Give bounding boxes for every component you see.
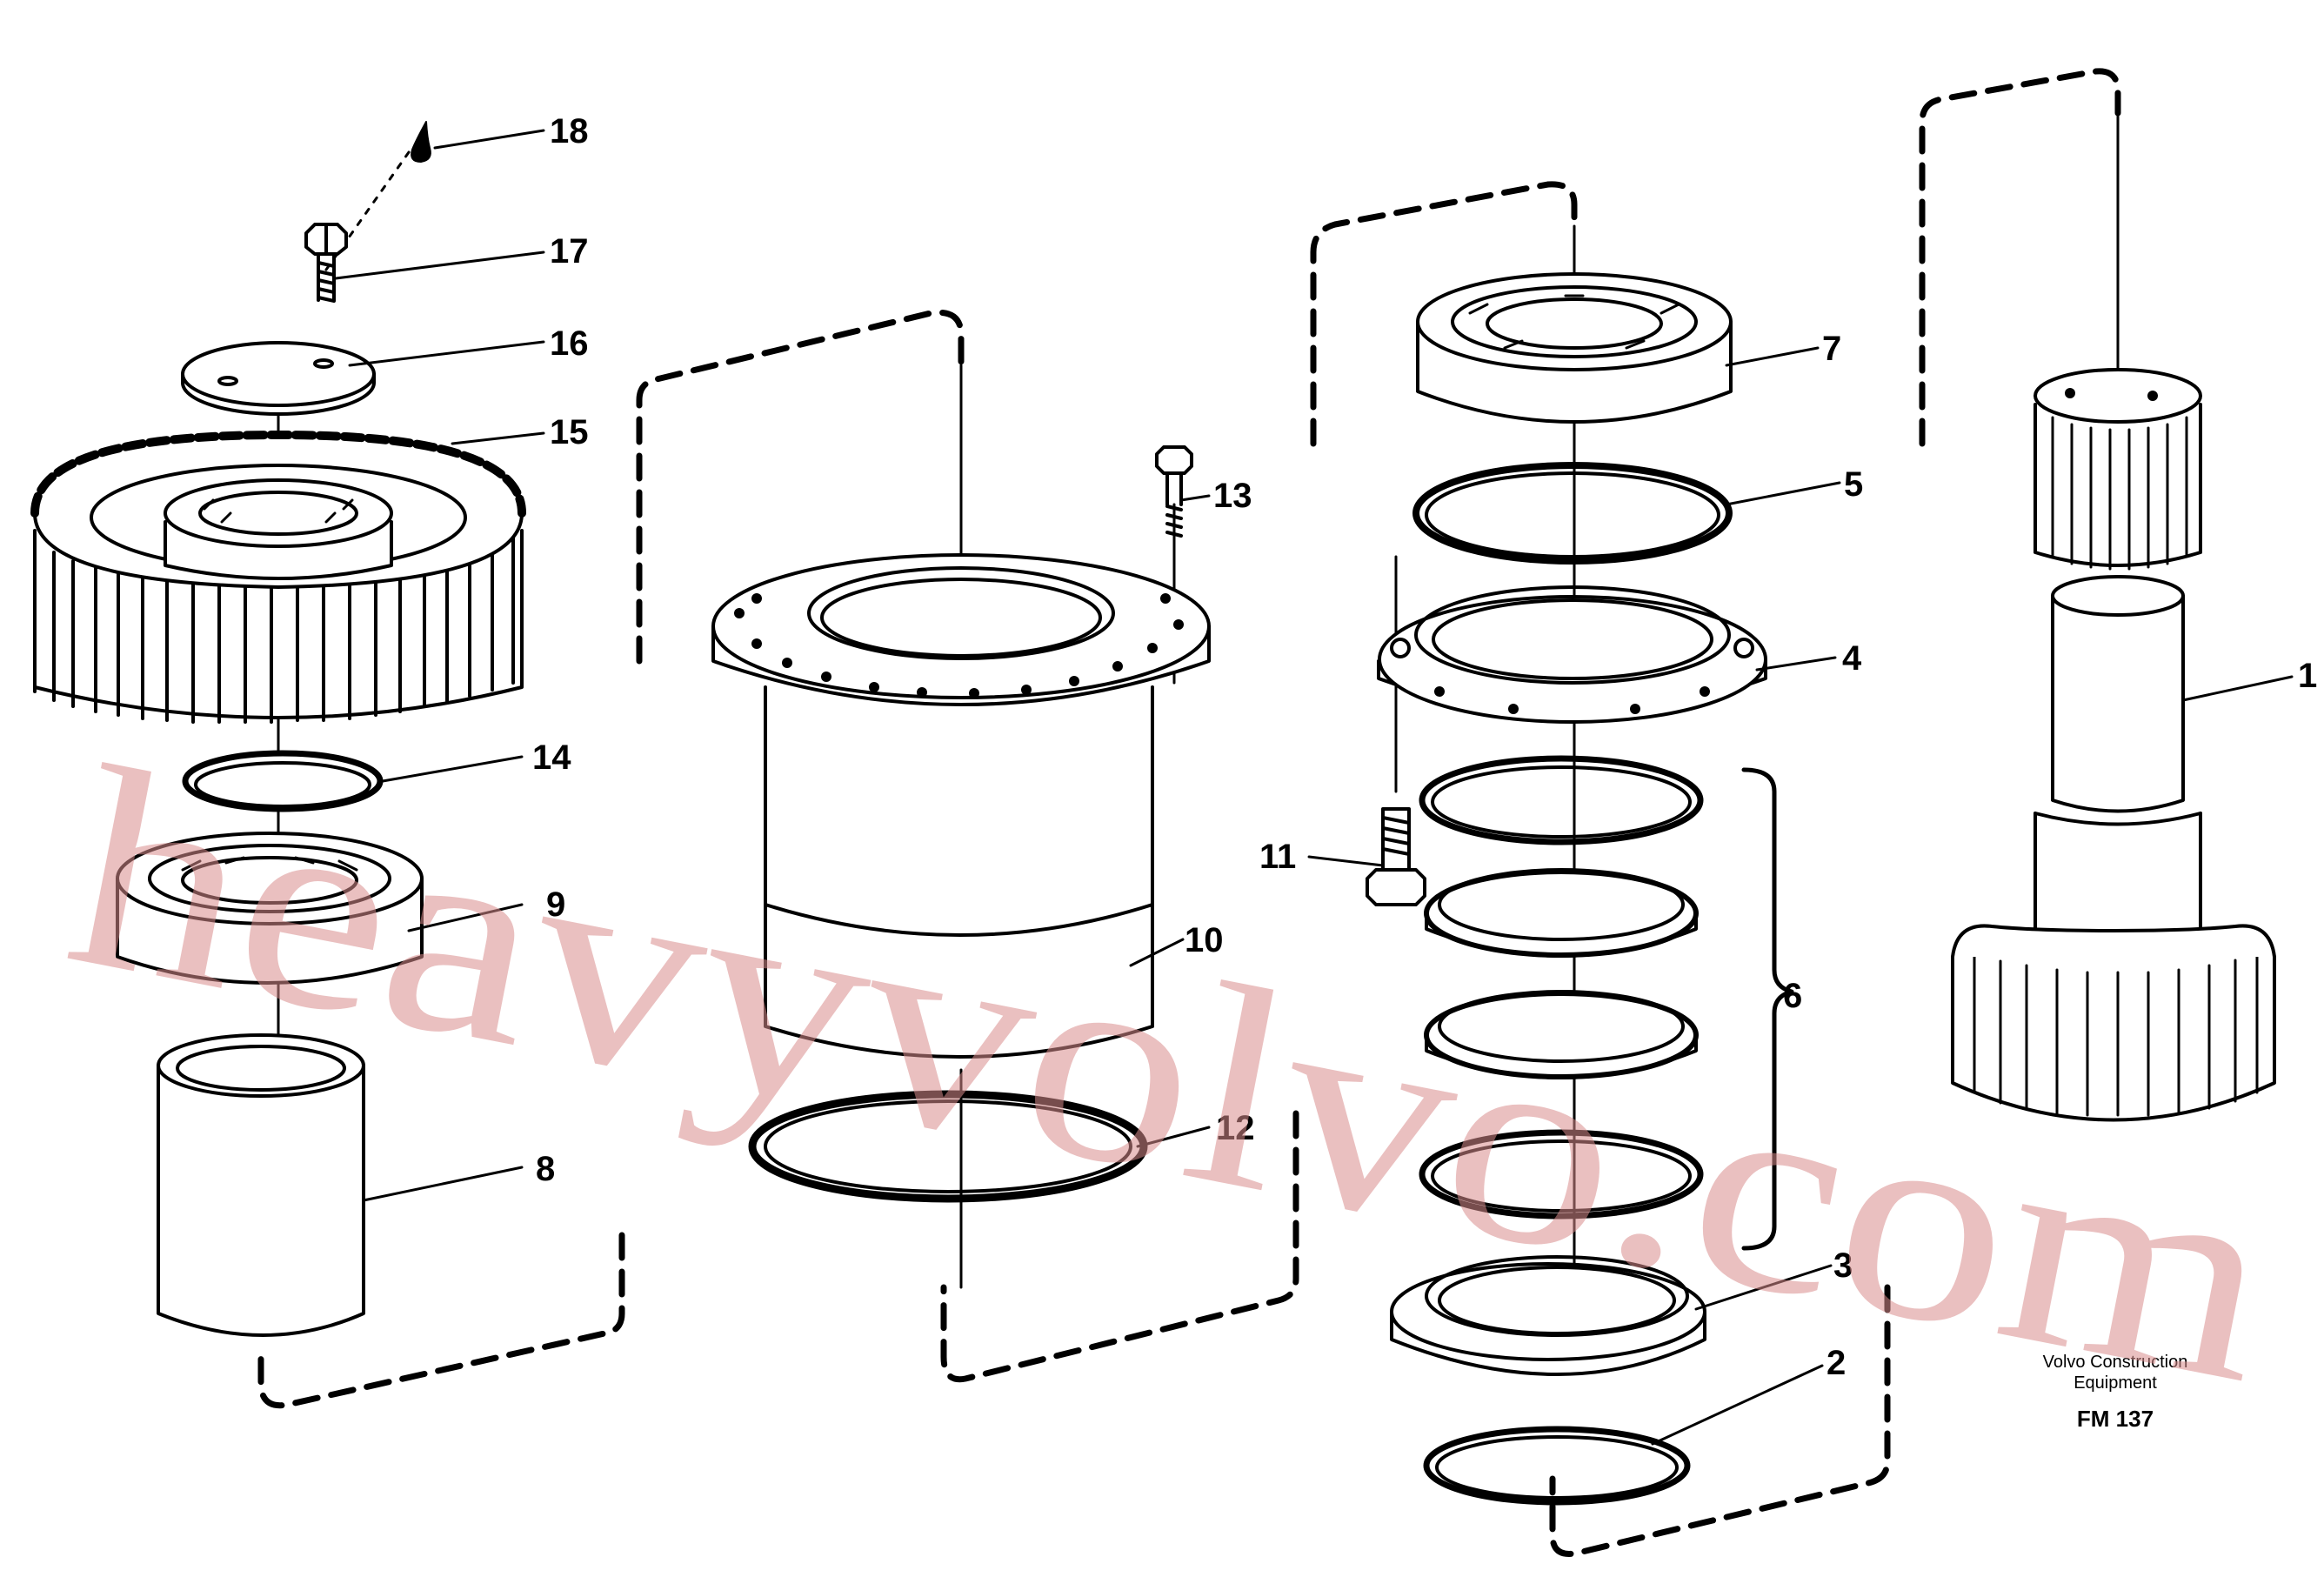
callout-6: 6 [1783,977,1802,1015]
sleeve-8 [157,1033,365,1337]
group-bracket-left [257,309,965,1409]
oil-drop-leader [324,150,411,271]
seal-3 [1390,1255,1706,1376]
ring-12 [748,1090,1148,1203]
callout-17: 17 [550,232,589,271]
bearing-9 [116,832,424,985]
pinion-shaft-1 [1951,368,2276,1122]
seal-set-6 [1419,755,1794,1251]
caption-company-line1: Volvo Construction [2043,1353,2188,1372]
callout-7: 7 [1822,330,1841,368]
ring-5 [1412,462,1733,565]
caption-company-line2: Equipment [2074,1373,2157,1393]
oil-drop-icon [411,121,431,163]
callout-18: 18 [550,112,589,150]
bolt-13 [1155,445,1193,538]
watermark-text: heavyvolvo.com [49,706,2295,1443]
washer-plate-16 [181,341,376,416]
figure-caption: Volvo Construction Equipment FM 137 [2043,1353,2188,1432]
callout-9: 9 [546,885,565,924]
caption-figure-code: FM 137 [2077,1406,2154,1432]
gear-15-teeth [33,532,515,724]
callout-11: 11 [1259,838,1296,876]
callout-1: 1 [2298,657,2317,695]
callout-5: 5 [1844,465,1863,504]
callout-15: 15 [550,413,589,451]
callout-4: 4 [1842,639,1862,678]
housing-10 [711,553,1211,1059]
callout-2: 2 [1826,1344,1846,1382]
group-bracket-right [1549,68,2121,1557]
callout-3: 3 [1833,1246,1853,1285]
bolt-11 [1366,807,1426,906]
callout-13: 13 [1213,477,1252,515]
callout-12: 12 [1216,1109,1255,1147]
group-bracket-middle [940,181,1578,1383]
flange-ring-4 [1377,585,1767,724]
callout-leader-lines [334,129,2294,1446]
ring-2 [1423,1426,1691,1506]
bolt-17 [304,223,348,303]
ring-14 [182,750,384,812]
callout-10: 10 [1185,921,1224,959]
bearing-7 [1416,272,1733,424]
callout-14: 14 [532,738,571,777]
gear-15 [30,431,526,724]
callout-labels: 18 17 16 15 14 9 8 13 10 12 11 7 5 4 6 3… [532,112,2317,1382]
callout-8: 8 [536,1150,555,1188]
callout-16: 16 [550,324,589,363]
housing-bolt-holes [734,593,1184,698]
